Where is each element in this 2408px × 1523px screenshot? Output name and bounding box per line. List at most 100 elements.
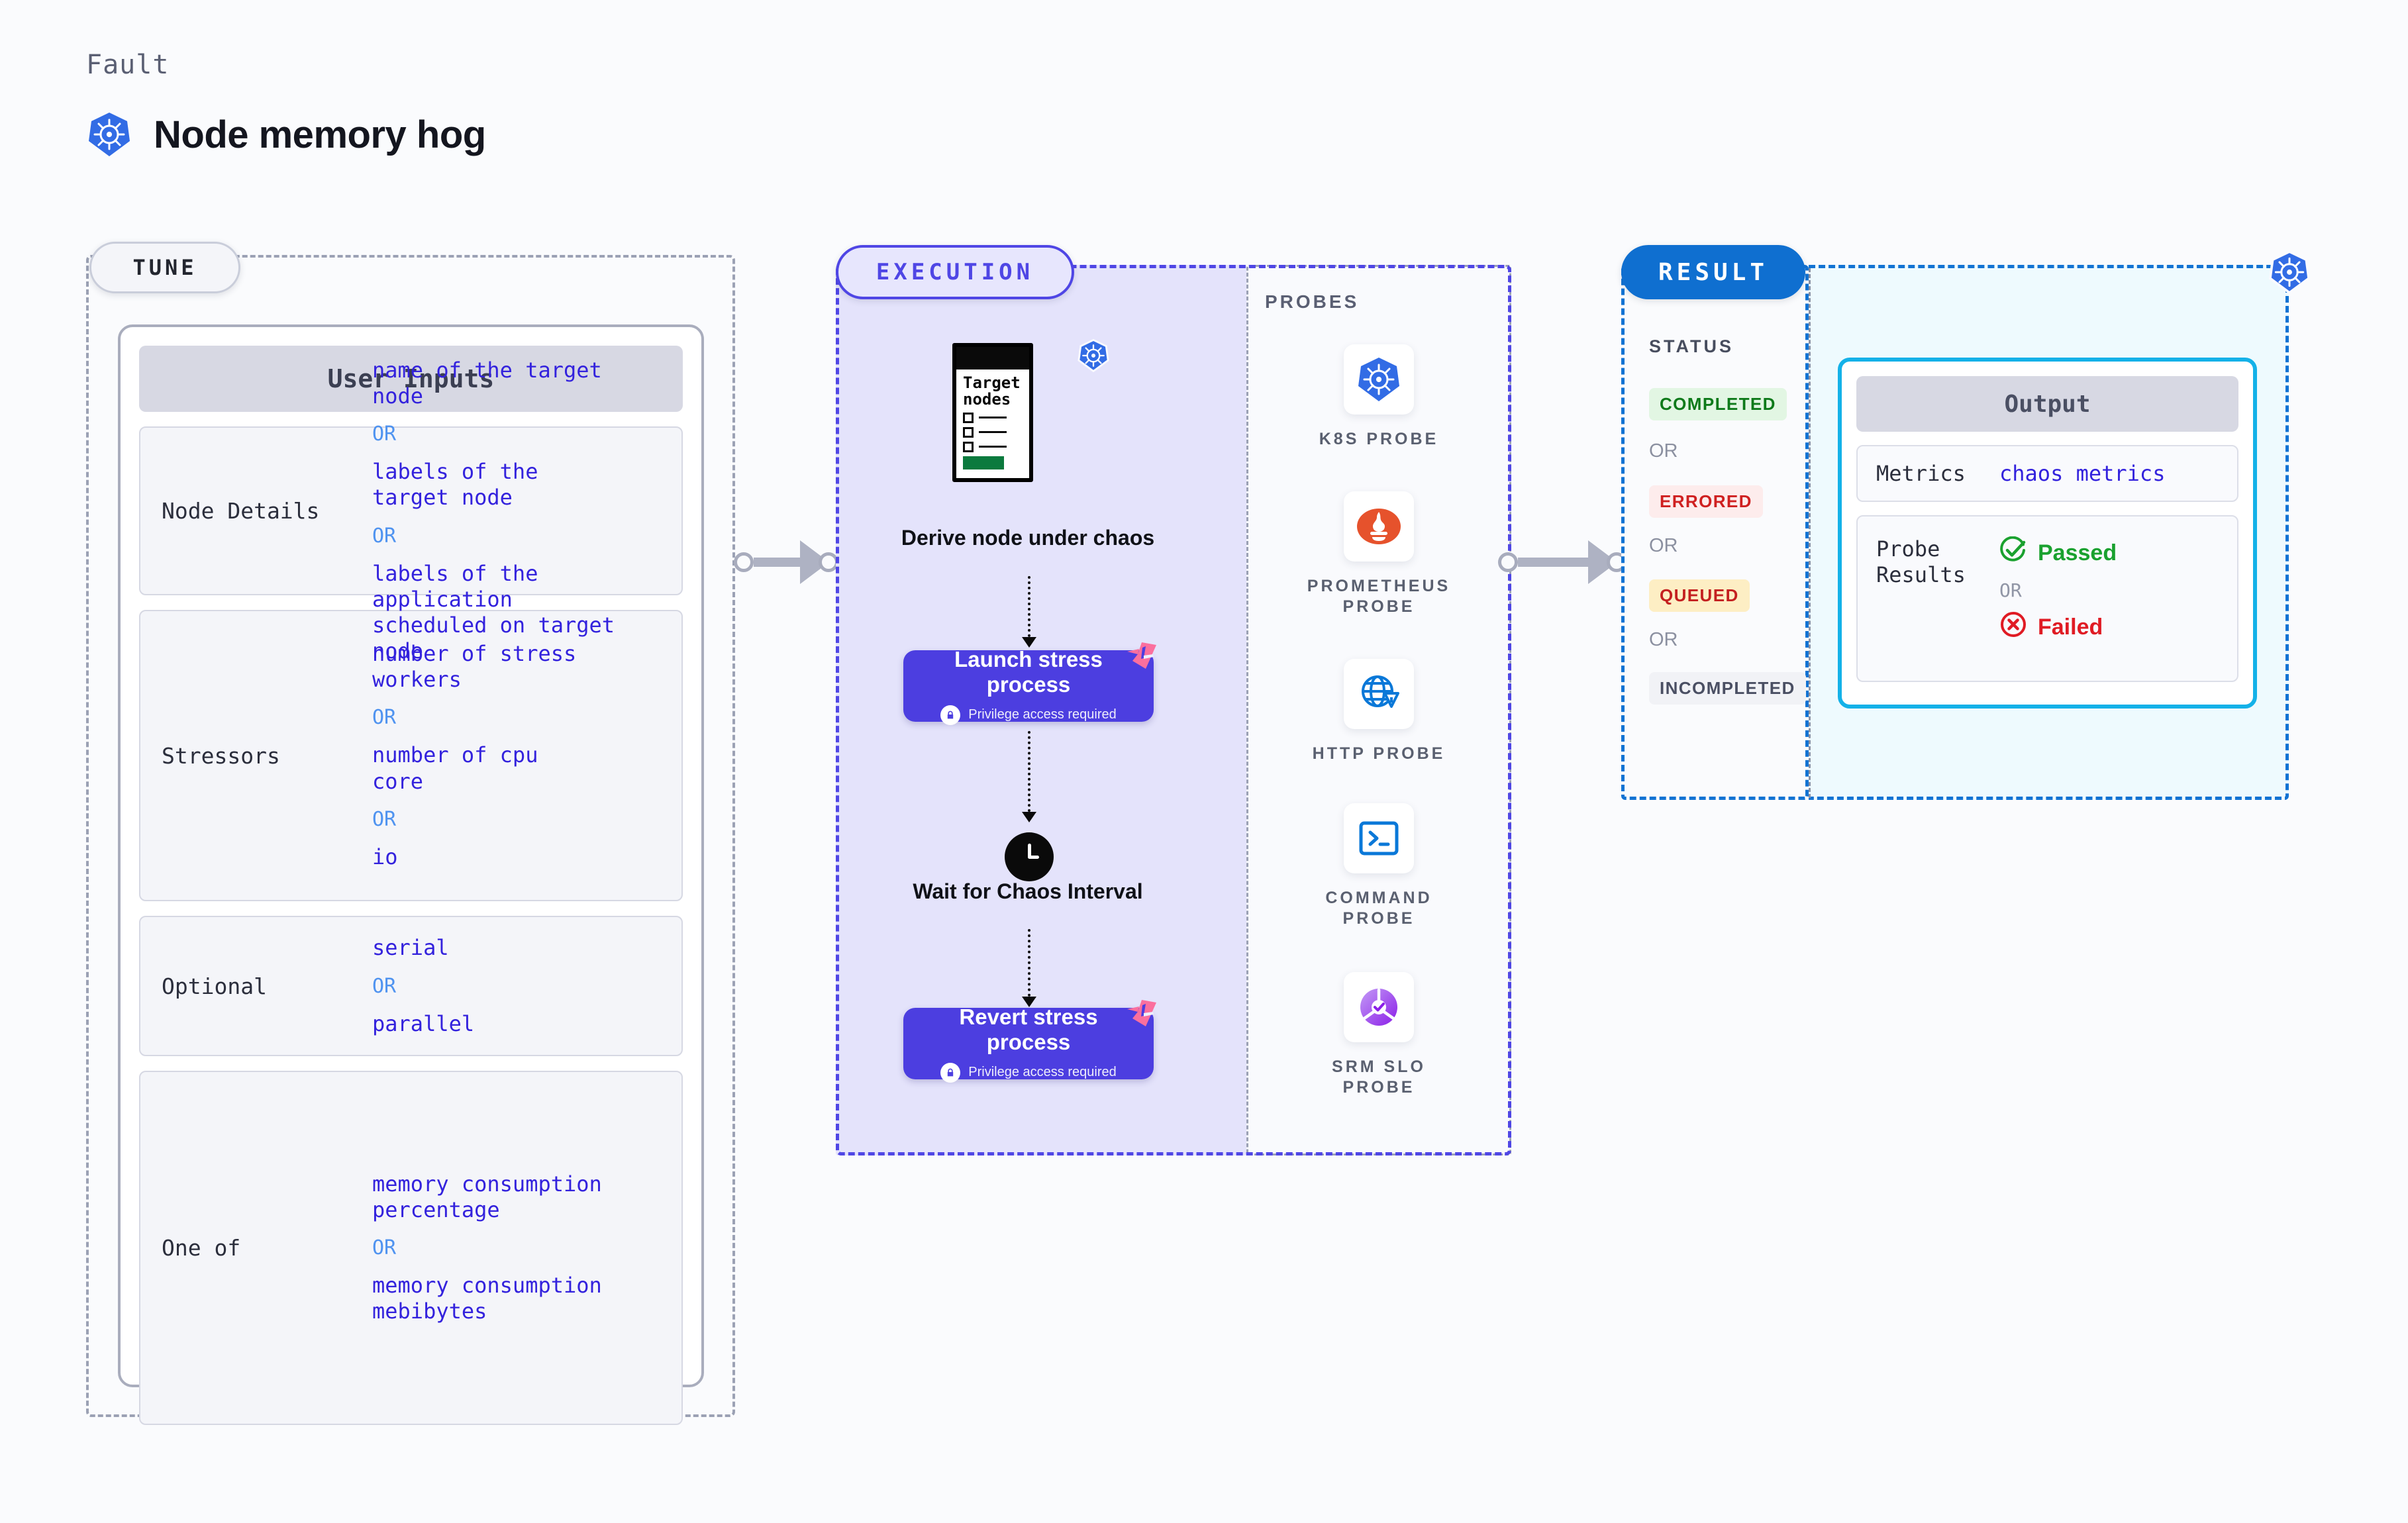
step-subtitle-row: Privilege access required	[940, 705, 1117, 725]
input-row-stressors: Stressors number of stress workers OR nu…	[139, 610, 683, 901]
step-revert-stress-process[interactable]: Revert stress process Privilege access r…	[903, 1000, 1156, 1083]
checkbox-icon	[963, 441, 974, 452]
row-value: serial	[372, 935, 449, 961]
chaos-badge	[1122, 641, 1158, 675]
kubernetes-icon	[2268, 250, 2311, 297]
step-subtitle: Privilege access required	[968, 1065, 1117, 1080]
status-badge-errored: ERRORED	[1649, 485, 1763, 518]
status-caption: STATUS	[1649, 336, 1734, 356]
probe-label: K8S PROBE	[1319, 430, 1439, 448]
clock-hand-minute	[1028, 844, 1031, 858]
status-badge-queued: QUEUED	[1649, 579, 1750, 612]
step-subtitle-row: Privilege access required	[940, 1062, 1117, 1083]
step-subtitle: Privilege access required	[968, 707, 1117, 722]
row-label: Stressors	[162, 742, 280, 769]
row-label: Optional	[162, 973, 267, 999]
user-inputs-card: User Inputs Node Details name of the tar…	[118, 324, 704, 1425]
connector-dot	[734, 552, 754, 572]
list-item	[963, 441, 1029, 452]
probe-command[interactable]: COMMAND PROBE	[1246, 803, 1511, 930]
row-value: memory consumption mebibytes	[372, 1273, 602, 1324]
connector-dot	[819, 552, 838, 572]
or-separator: OR	[372, 974, 397, 998]
row-value: io	[372, 844, 398, 869]
step-title: Launch stress process	[954, 647, 1103, 697]
chaos-badge	[1122, 999, 1158, 1032]
probe-results-values: Passed OR Failed	[1999, 536, 2117, 644]
connector-bar	[1518, 558, 1589, 567]
kubernetes-icon	[87, 111, 131, 158]
input-row-one-of: One of memory consumption percentage OR …	[139, 1071, 683, 1425]
execution-section-boundary	[836, 265, 1511, 1155]
row-values: number of stress workers OR number of cp…	[372, 641, 675, 869]
result-pill[interactable]: RESULT	[1621, 245, 1805, 299]
metrics-label: Metrics	[1876, 461, 1966, 486]
probe-result-passed: Passed	[1999, 536, 2117, 570]
flow-arrowhead	[1022, 997, 1036, 1007]
row-value: parallel	[372, 1010, 475, 1036]
output-row-probe-results: Probe Results Passed OR	[1856, 515, 2238, 683]
row-value: memory consumption percentage	[372, 1171, 602, 1222]
list-dash	[979, 446, 1007, 448]
probes-caption: PROBES	[1265, 291, 1360, 312]
probe-result-failed: Failed	[1999, 611, 2117, 644]
page-title: Node memory hog	[154, 113, 486, 156]
step-caption-wait-for-chaos: Wait for Chaos Interval	[913, 879, 1143, 903]
input-row-optional: Optional serial OR parallel	[139, 916, 683, 1056]
tune-pill[interactable]: TUNE	[89, 242, 240, 293]
row-values: name of the target node OR labels of the…	[372, 358, 675, 663]
target-nodes-card: Target nodes	[952, 343, 1033, 482]
row-value: number of stress workers	[372, 641, 577, 693]
fault-title-row: Node memory hog	[87, 111, 486, 158]
flow-arrowhead	[1022, 812, 1036, 822]
probe-srm-slo[interactable]: SRM SLO PROBE	[1246, 972, 1511, 1099]
step-launch-stress-process[interactable]: Launch stress process Privilege access r…	[903, 642, 1156, 725]
target-nodes-label: Target nodes	[963, 373, 1021, 409]
prometheus-icon	[1344, 491, 1414, 562]
row-values: serial OR parallel	[372, 935, 675, 1036]
output-title: Output	[1856, 376, 2238, 432]
or-separator: OR	[1999, 579, 2022, 602]
step-title: Revert stress process	[959, 1005, 1098, 1054]
execution-pill[interactable]: EXECUTION	[836, 245, 1074, 299]
list-dash	[979, 431, 1007, 434]
connector-dot	[1498, 552, 1518, 572]
probe-label: SRM SLO PROBE	[1332, 1057, 1426, 1097]
flow-arrowhead	[1022, 637, 1036, 648]
terminal-icon	[1344, 803, 1414, 873]
flow-connector	[1028, 576, 1030, 642]
clock-hand-hour	[1028, 856, 1039, 859]
checkbox-icon	[963, 412, 974, 423]
probe-k8s[interactable]: K8S PROBE	[1246, 344, 1511, 450]
kubernetes-icon	[1344, 344, 1414, 415]
failed-label: Failed	[2038, 614, 2103, 640]
or-separator: OR	[372, 1236, 397, 1259]
result-panel-divider	[1809, 268, 1811, 798]
row-value: name of the target node	[372, 358, 602, 409]
row-label: Node Details	[162, 498, 320, 524]
probe-http[interactable]: HTTP PROBE	[1246, 659, 1511, 764]
probe-prometheus[interactable]: PROMETHEUS PROBE	[1246, 491, 1511, 618]
status-badge-incompleted: INCOMPLETED	[1649, 672, 1806, 705]
output-row-metrics: Metrics chaos metrics	[1856, 445, 2238, 503]
or-separator: OR	[1649, 440, 1678, 462]
input-row-node-details: Node Details name of the target node OR …	[139, 358, 683, 663]
probe-results-label: Probe Results	[1876, 536, 1966, 587]
fault-kicker: Fault	[86, 50, 170, 80]
connector-tune-to-execution	[734, 540, 846, 584]
row-value: labels of the target node	[372, 459, 538, 511]
user-inputs-title: User Inputs	[139, 346, 683, 412]
step-caption-derive-node: Derive node under chaos	[901, 526, 1155, 550]
or-separator: OR	[1649, 535, 1678, 556]
confirm-bar	[963, 456, 1004, 469]
probe-label: HTTP PROBE	[1312, 744, 1446, 763]
row-value: number of cpu core	[372, 742, 538, 794]
checkbox-list	[956, 409, 1029, 452]
or-separator: OR	[372, 524, 397, 548]
clock-icon	[1005, 832, 1054, 881]
check-circle-icon	[1999, 536, 2027, 570]
globe-warning-icon	[1344, 659, 1414, 729]
output-card: Output Metrics chaos metrics Probe Resul…	[1838, 358, 2257, 709]
checkbox-icon	[963, 426, 974, 438]
